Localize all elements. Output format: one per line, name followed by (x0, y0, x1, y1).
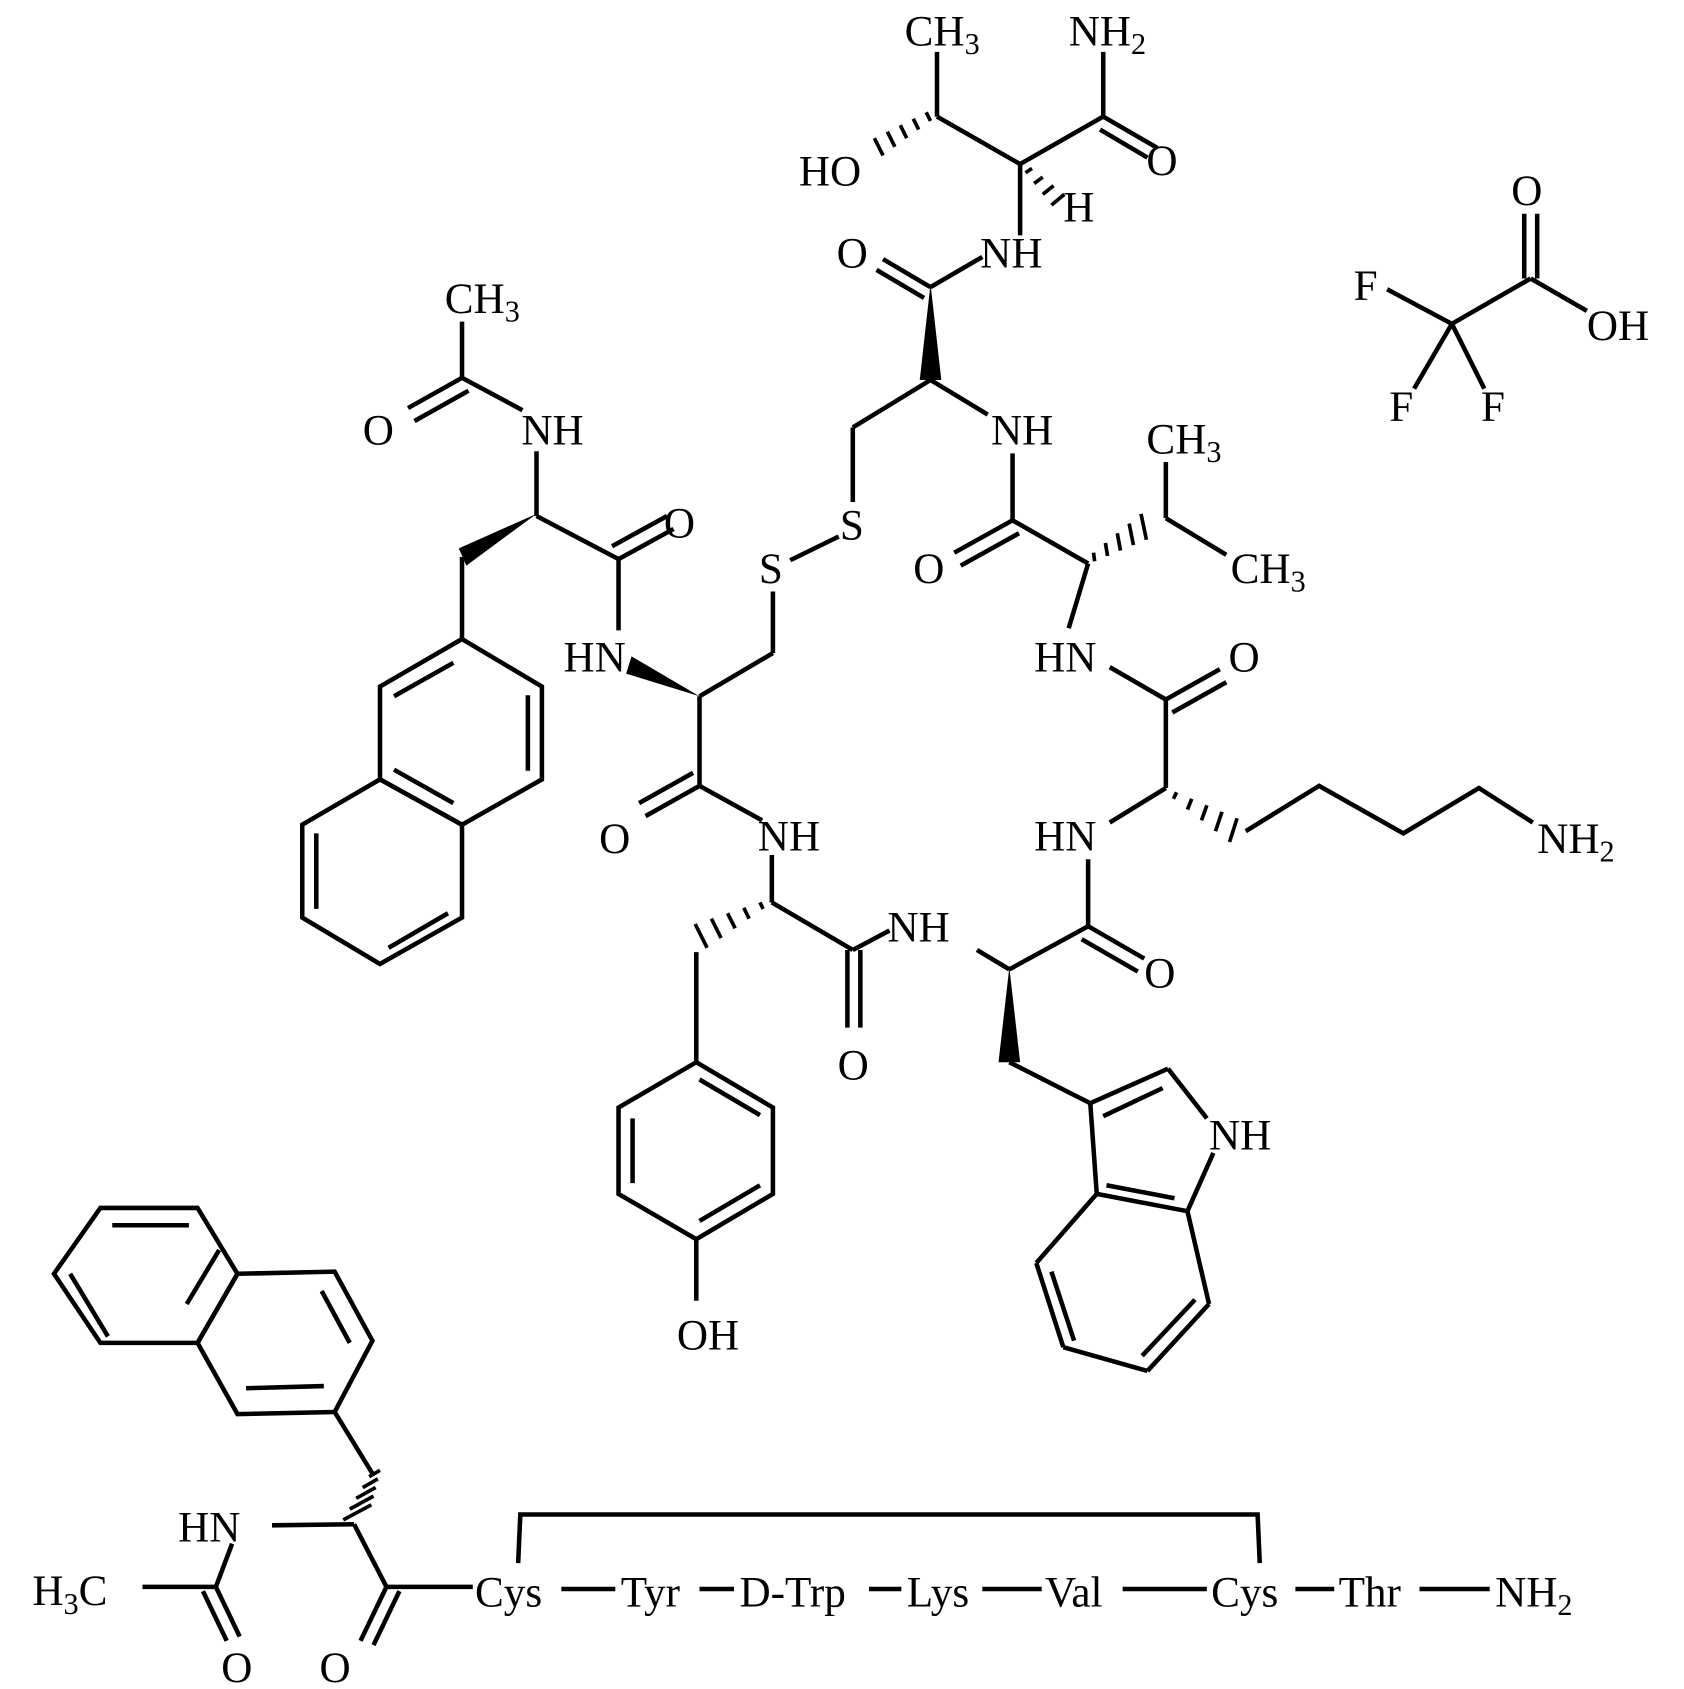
lys-carbonyl-o-label: O (1228, 634, 1259, 681)
thr-methyl-label: CH3 (905, 8, 980, 61)
peptide-sequence: Cys Tyr D-Trp Lys Val Cys Thr NH2 (475, 1512, 1573, 1622)
cys7-carbonyl-o-label: O (837, 231, 868, 278)
tfa-fluorine-2-label: F (1389, 384, 1413, 431)
tfa-carbonyl-o-label: O (1511, 168, 1542, 215)
sequence-residue-6: Cys (1211, 1569, 1278, 1616)
bottom-acetyl-o-label: O (221, 1645, 252, 1684)
thr-amide-nh2-label: NH2 (1069, 8, 1146, 61)
tfa-fluorine-1-label: F (1354, 263, 1378, 310)
hashed-bond-lys (1171, 791, 1239, 843)
val-methyl-top-label: CH3 (1146, 416, 1221, 469)
wedge-bond (998, 967, 1021, 1063)
lys-hn-label: HN (1034, 814, 1096, 861)
trp-carbonyl-o-label: O (1144, 951, 1175, 998)
sequence-residue-7: Thr (1339, 1569, 1401, 1616)
valine-residue: CH3 CH3 O HN (913, 416, 1305, 681)
lysine-residue: O HN NH2 (1034, 634, 1614, 868)
hashed-bond-bottom (342, 1468, 381, 1522)
disulfide-bracket (515, 1512, 1263, 1564)
val-methyl-right-label: CH3 (1231, 546, 1306, 599)
hashed-bond-ho (872, 111, 933, 157)
thr-carbonyl-o-label: O (1146, 138, 1177, 185)
sequence-residue-5: Val (1045, 1569, 1103, 1616)
thr-hydroxyl-label: HO (799, 149, 861, 196)
sequence-terminal-amide: NH2 (1495, 1569, 1572, 1622)
cys7-nh-label: NH (991, 408, 1053, 455)
phenol-ring (616, 1059, 776, 1242)
d-tryptophan-residue: O NH NH (887, 859, 1271, 1374)
tyr-hydroxyl-label: OH (677, 1312, 739, 1359)
hashed-bond-tyr (693, 901, 765, 949)
tfa-fluorine-3-label: F (1481, 384, 1505, 431)
nal-nh-label: NH (521, 408, 583, 455)
bottom-carbonyl-o-label: O (320, 1645, 351, 1684)
threonine-residue: CH3 NH2 HO O H NH (799, 8, 1178, 277)
acetyl-group: CH3 O (363, 276, 524, 455)
tyr-carbonyl-o-label: O (838, 1042, 869, 1089)
sulfur-2-label: S (840, 503, 864, 550)
trifluoroacetic-acid: O OH F F F (1354, 168, 1650, 431)
bottom-h3c-label: H3C (32, 1568, 107, 1621)
cys2-hn-label: HN (563, 634, 625, 681)
hashed-bond-val (1091, 513, 1149, 562)
tyrosine-residue: O NH OH (616, 814, 891, 1359)
naphthylalanine-residue: O NH (299, 408, 695, 967)
cys2-carbonyl-o-label: O (599, 816, 630, 863)
thr-h-label: H (1063, 184, 1094, 231)
tfa-hydroxyl-label: OH (1587, 303, 1649, 350)
bottom-naphthyl (51, 1205, 375, 1475)
thr-nh-label: NH (980, 231, 1042, 278)
cysteine-2-residue: O HN (563, 591, 776, 863)
bottom-hn-label: HN (178, 1505, 240, 1552)
sequence-residue-2: Tyr (621, 1569, 680, 1616)
acetyl-o-label: O (363, 408, 394, 455)
wedge-bond (458, 513, 537, 566)
nal-carbonyl-o-label: O (664, 501, 695, 548)
indole-nh-label: NH (1209, 1113, 1271, 1160)
cysteine-7-residue: O NH (837, 231, 1053, 502)
sulfur-1-label: S (759, 546, 783, 593)
bottom-nal-backbone: HN H3C O O (32, 1468, 473, 1689)
sequence-residue-3: D-Trp (739, 1569, 845, 1616)
acetyl-methyl-label: CH3 (445, 276, 520, 329)
naphthalene-ring-top (299, 636, 545, 967)
sequence-residue-1: Cys (475, 1569, 542, 1616)
val-hn-label: HN (1034, 634, 1096, 681)
val-carbonyl-o-label: O (913, 546, 944, 593)
wedge-bond (626, 656, 700, 697)
disulfide-bridge: S S (759, 503, 864, 593)
wedge-bond (919, 283, 942, 380)
lys-amine-nh2-label: NH2 (1537, 816, 1614, 869)
indole-ring: NH (1034, 1066, 1271, 1374)
hashed-bond-h (1024, 166, 1066, 207)
trp-nh-label: NH (887, 904, 949, 951)
tyr-nh-label: NH (758, 814, 820, 861)
sequence-residue-4: Lys (907, 1569, 969, 1616)
